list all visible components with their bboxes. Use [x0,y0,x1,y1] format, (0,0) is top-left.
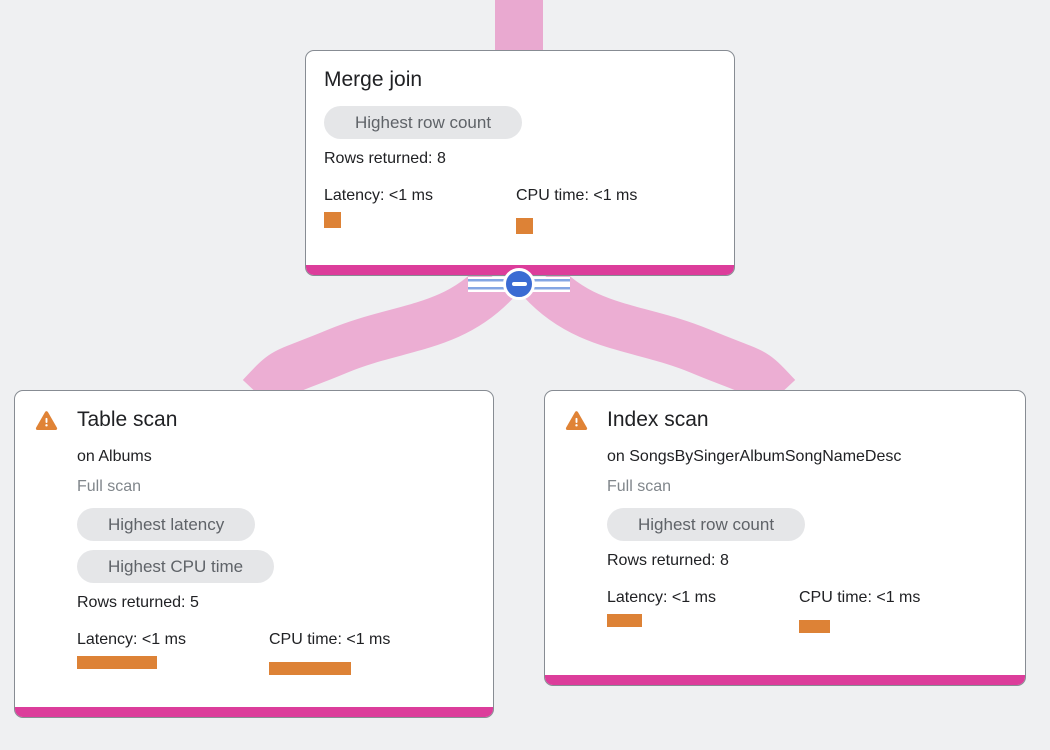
latency-stat: Latency: <1 ms [77,629,269,675]
node-accent-bar [15,707,493,717]
latency-bar [324,212,341,228]
scan-type-label: Full scan [607,478,672,495]
scan-target-label: on SongsBySingerAlbumSongNameDesc [607,448,902,465]
latency-label: Latency: <1 ms [324,187,433,204]
highlight-badge: Highest row count [607,508,806,541]
node-title: Merge join [324,68,423,91]
cpu-time-label: CPU time: <1 ms [269,631,391,648]
warning-icon [565,411,588,431]
cpu-time-label: CPU time: <1 ms [516,187,638,204]
node-merge-join[interactable]: Merge join Highest row count Rows return… [305,50,735,276]
highlight-badge: Highest latency [77,508,256,541]
highlight-badge: Highest CPU time [77,550,275,583]
node-accent-bar [545,675,1025,685]
latency-stat: Latency: <1 ms [324,185,516,234]
cpu-time-bar [516,218,533,234]
warning-icon [35,411,58,431]
rows-returned-label: Rows returned: 8 [324,150,446,167]
cpu-time-bar [799,620,830,633]
node-index-scan[interactable]: Index scan on SongsBySingerAlbumSongName… [544,390,1026,686]
cpu-time-bar [269,662,351,675]
latency-bar [77,656,157,669]
latency-label: Latency: <1 ms [77,631,186,648]
cpu-time-label: CPU time: <1 ms [799,589,921,606]
rows-returned-label: Rows returned: 5 [77,594,199,611]
cpu-time-stat: CPU time: <1 ms [799,587,991,633]
latency-label: Latency: <1 ms [607,589,716,606]
cpu-time-stat: CPU time: <1 ms [516,185,708,234]
node-table-scan[interactable]: Table scan on Albums Full scan Highest l… [14,390,494,718]
node-title: Index scan [607,408,709,431]
scan-target-label: on Albums [77,448,152,465]
cpu-time-stat: CPU time: <1 ms [269,629,461,675]
latency-bar [607,614,642,627]
scan-type-label: Full scan [77,478,142,495]
latency-stat: Latency: <1 ms [607,587,799,633]
rows-returned-label: Rows returned: 8 [607,552,729,569]
edge-merge-to-table-scan [242,264,515,413]
edge-merge-to-index-scan [523,264,796,413]
minus-icon [511,282,527,286]
collapse-button[interactable] [503,268,535,300]
node-title: Table scan [77,408,178,431]
edge-to-parent [495,0,543,54]
highlight-badge: Highest row count [324,106,523,139]
